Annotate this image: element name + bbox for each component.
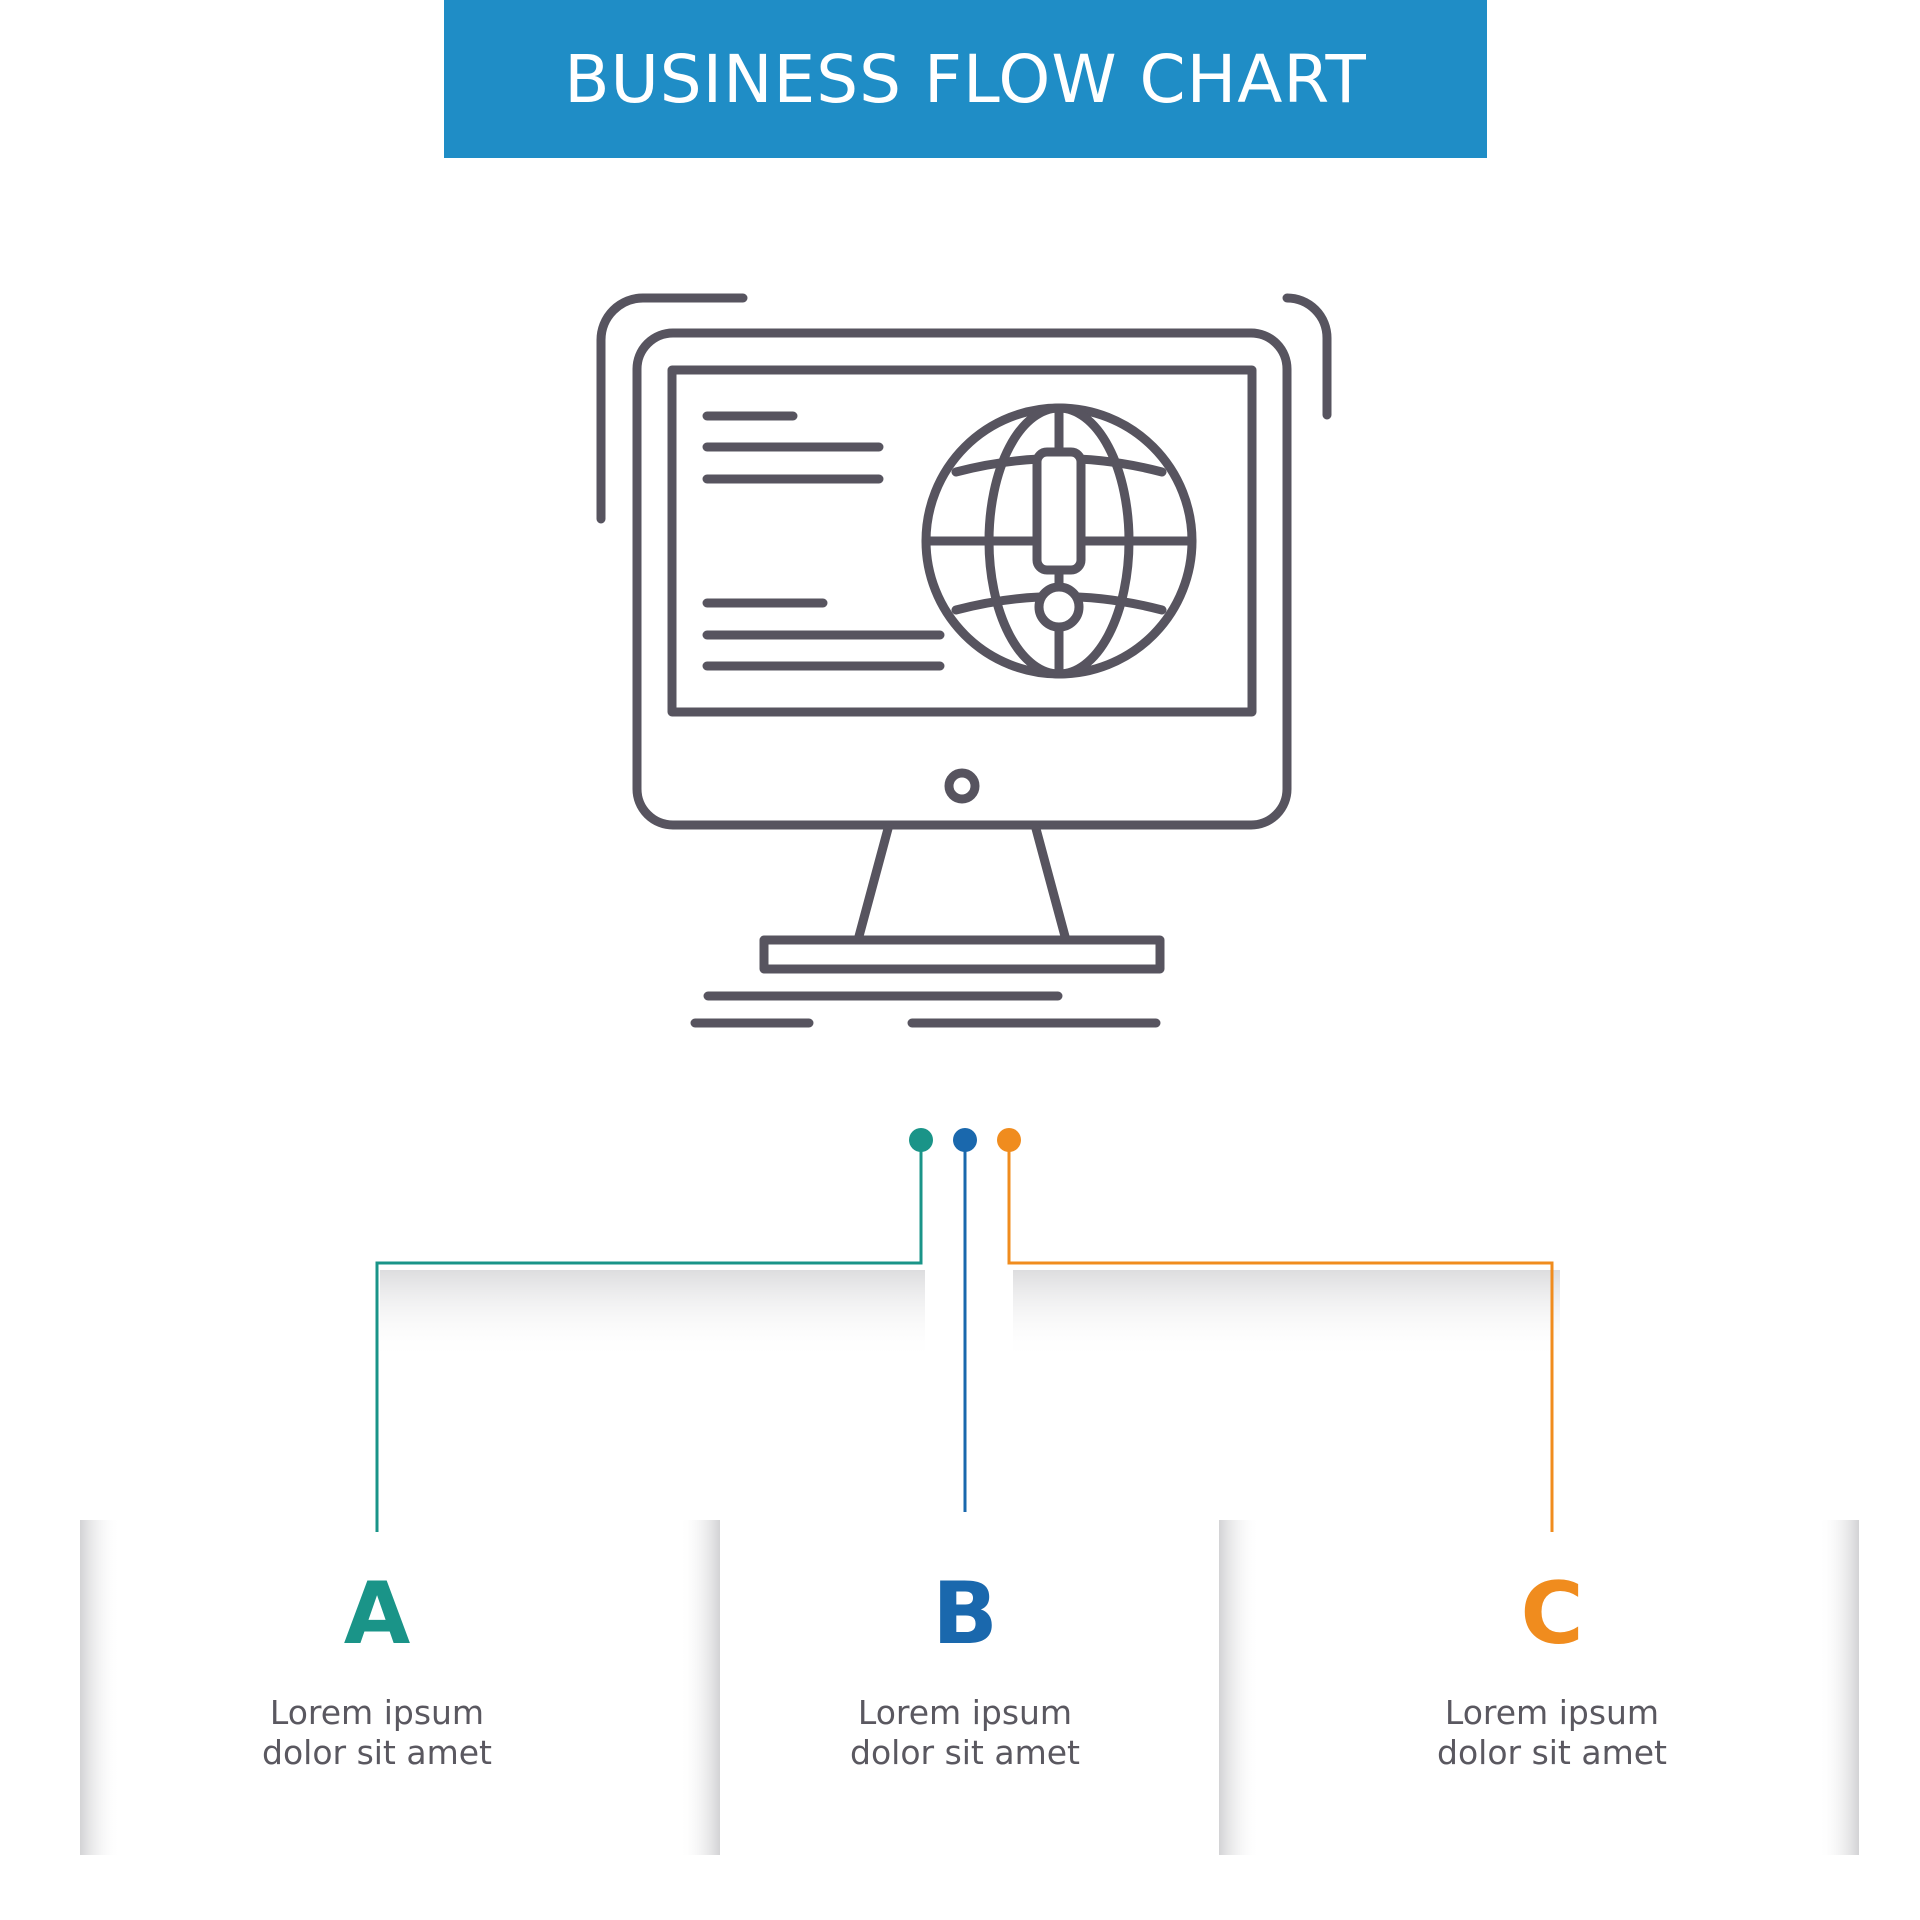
panel-a-shadow-left xyxy=(80,1520,120,1855)
monitor-screen xyxy=(667,365,1257,717)
branch-c-line1: Lorem ipsum xyxy=(1444,1693,1660,1732)
panel-c-shadow-right xyxy=(1819,1520,1859,1855)
monitor-body xyxy=(632,328,1292,830)
branch-a-line2: dolor sit amet xyxy=(262,1733,492,1772)
monitor-base xyxy=(759,935,1165,974)
connector-a xyxy=(375,1140,923,1532)
node-dot-c xyxy=(997,1128,1021,1152)
node-dot-b xyxy=(953,1128,977,1152)
branch-a-line1: Lorem ipsum xyxy=(269,1693,485,1732)
branch-b-line1: Lorem ipsum xyxy=(857,1693,1073,1732)
connector-c xyxy=(1007,1140,1554,1532)
title-banner: BUSINESS FLOW CHART xyxy=(444,0,1487,158)
bracket-left xyxy=(596,293,748,524)
branch-c-caption: Lorem ipsum dolor sit amet xyxy=(1372,1693,1732,1773)
branch-a-caption: Lorem ipsum dolor sit amet xyxy=(197,1693,557,1773)
panel-c-shadow-left xyxy=(1219,1520,1259,1855)
branch-a-letter: A xyxy=(343,1564,411,1664)
screen-text-lines xyxy=(702,411,945,671)
branch-b-line2: dolor sit amet xyxy=(850,1733,1080,1772)
monitor-stand xyxy=(853,820,1071,945)
branch-c-line2: dolor sit amet xyxy=(1437,1733,1667,1772)
node-dot-a xyxy=(909,1128,933,1152)
chart-title: BUSINESS FLOW CHART xyxy=(564,40,1367,118)
exclamation-icon xyxy=(1032,447,1086,632)
floor-lines xyxy=(690,991,1161,1028)
power-button xyxy=(944,768,980,804)
panel-a-shadow-right xyxy=(680,1520,720,1855)
connector-band-left xyxy=(380,1270,925,1360)
branch-b-caption: Lorem ipsum dolor sit amet xyxy=(785,1693,1145,1773)
connector-band-right xyxy=(1013,1270,1560,1360)
branch-b-letter: B xyxy=(932,1564,998,1664)
bracket-right xyxy=(1282,293,1332,420)
branch-c-letter: C xyxy=(1520,1564,1584,1664)
